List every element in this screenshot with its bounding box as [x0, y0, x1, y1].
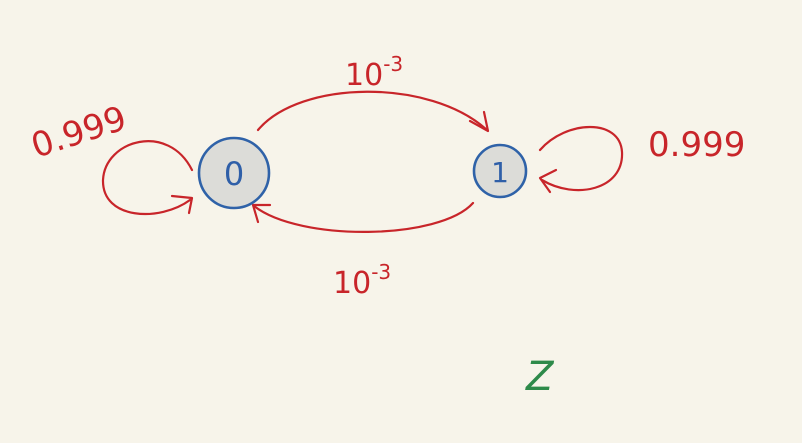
edge-1-to-0-label-base: 10 — [333, 266, 371, 301]
edge-0-self-loop-label: 0.999 — [26, 98, 131, 166]
node-1-circle — [472, 143, 528, 199]
edge-0-to-1: 10-3 — [256, 52, 490, 133]
edge-1-to-0-label: 10-3 — [333, 260, 391, 301]
edge-0-to-1-label: 10-3 — [345, 52, 403, 93]
node-0-circle — [197, 136, 271, 210]
annotation-z: Z — [525, 354, 555, 400]
node-1-label: 1 — [491, 156, 509, 189]
edge-1-self-loop-arrowhead — [538, 168, 558, 194]
edge-1-self-loop: 0.999 — [538, 125, 745, 194]
edge-1-to-0-arrowhead — [251, 203, 272, 224]
node-0: 0 — [197, 136, 271, 210]
edge-0-to-1-arc — [256, 90, 489, 132]
edge-1-self-loop-arc — [538, 125, 624, 192]
node-0-label: 0 — [224, 155, 244, 193]
edge-1-to-0-arc — [252, 201, 475, 233]
edge-0-self-loop: 0.999 — [26, 98, 194, 216]
edge-0-self-loop-arc — [101, 140, 194, 216]
edge-1-to-0: 10-3 — [251, 201, 475, 301]
edge-1-self-loop-label: 0.999 — [648, 125, 745, 165]
node-1: 1 — [472, 143, 528, 199]
edge-0-to-1-arrowhead — [468, 110, 490, 133]
edge-1-to-0-label-exp: -3 — [371, 260, 391, 284]
edge-0-self-loop-arrowhead — [170, 194, 194, 215]
edge-0-to-1-label-base: 10 — [345, 58, 383, 93]
edge-0-to-1-label-exp: -3 — [383, 52, 403, 76]
